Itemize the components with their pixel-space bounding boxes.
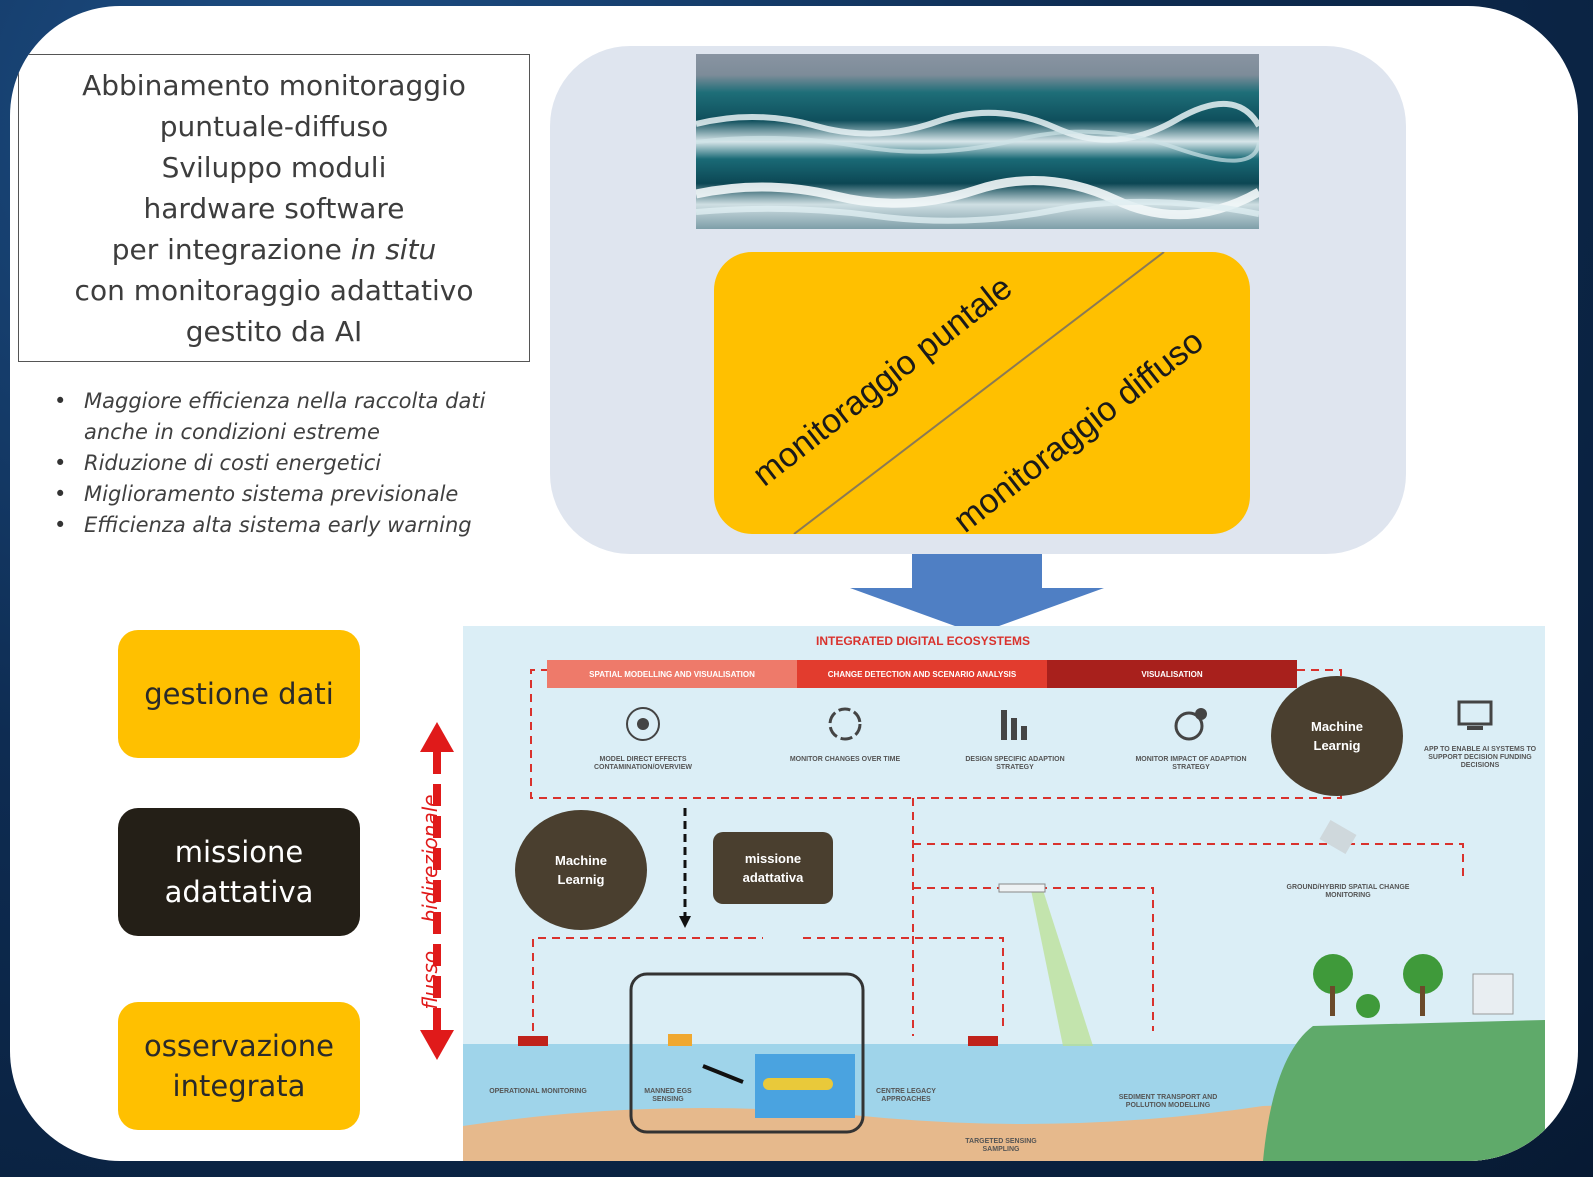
ml-mid-line2: Learnig — [557, 872, 605, 887]
osservazione-label-line1: osservazione — [144, 1029, 334, 1063]
down-arrow-icon — [850, 554, 1104, 634]
benefits-list: Maggiore efficienza nella raccolta dati … — [54, 386, 534, 541]
monitoring-type-box: monitoraggio puntale monitoraggio diffus… — [714, 252, 1250, 534]
caption-operational-monitoring: OPERATIONAL MONITORING — [489, 1088, 587, 1095]
ecosystem-title: INTEGRATED DIGITAL ECOSYSTEMS — [803, 634, 1043, 648]
list-item: Maggiore efficienza nella raccolta dati … — [54, 386, 534, 448]
gestione-dati-box: gestione dati — [118, 630, 360, 758]
summary-line: puntuale-diffuso — [159, 109, 389, 143]
cycle-monitor-icon — [828, 707, 862, 741]
ml-top-line2: Learnig — [1313, 738, 1361, 753]
caption-app-ai: APP TO ENABLE AI SYSTEMS TO SUPPORT DECI… — [1423, 746, 1537, 769]
bidirectional-arrow-icon — [420, 722, 454, 1060]
missione-label-line1: missione — [174, 835, 304, 869]
osservazione-integrata-box: osservazione integrata — [118, 1002, 360, 1130]
waves-illustration — [696, 100, 1259, 224]
summary-line: per integrazione in situ — [112, 229, 437, 270]
mini-mission-box: missione adattativa — [713, 832, 833, 904]
sea-waves-photo — [696, 54, 1259, 229]
caption-design-strategy: DESIGN SPECIFIC ADAPTION STRATEGY — [965, 756, 1065, 771]
missione-adattativa-box: missione adattativa — [118, 808, 360, 936]
bar-visualisation: VISUALISATION — [1047, 660, 1297, 688]
gestione-dati-label: gestione dati — [144, 677, 334, 711]
flow-label: flusso bidirezionale — [418, 794, 442, 1010]
ml-top-line1: Machine — [1310, 719, 1363, 734]
list-item: Miglioramento sistema previsionale — [54, 479, 534, 510]
summary-line: gestito da AI — [185, 314, 363, 348]
list-item: Riduzione di costi energetici — [54, 448, 534, 479]
contamination-model-icon — [626, 707, 660, 741]
summary-line: Sviluppo moduli — [161, 150, 387, 184]
missione-label-line2: adattativa — [164, 875, 314, 909]
globe-impact-icon — [1174, 708, 1207, 741]
summary-line: Abbinamento monitoraggio — [82, 68, 466, 102]
ecosystem-background — [463, 669, 1545, 1161]
caption-satellite: GROUND/HYBRID SPATIAL CHANGE MONITORING — [1286, 884, 1410, 899]
caption-monitor-changes: MONITOR CHANGES OVER TIME — [789, 756, 901, 763]
summary-line: con monitoraggio adattativo — [74, 273, 474, 307]
caption-targeted-sampling: TARGETED SENSING SAMPLING — [965, 1138, 1037, 1153]
caption-model-direct: MODEL DIRECT EFFECTS CONTAMINATION/OVERV… — [594, 756, 692, 771]
summary-line-prefix: per integrazione — [111, 232, 351, 266]
caption-monitor-impact: MONITOR IMPACT OF ADAPTION STRATEGY — [1135, 756, 1247, 771]
bar-change-detection: CHANGE DETECTION AND SCENARIO ANALYSIS — [797, 660, 1047, 688]
divider-line — [793, 252, 1165, 534]
mini-mission-line1: missione — [744, 851, 802, 866]
caption-manned-sensing: MANNED EGS SENSING — [644, 1088, 692, 1103]
osservazione-label-line2: integrata — [172, 1069, 306, 1103]
caption-sediment-transport: SEDIMENT TRANSPORT AND POLLUTION MODELLI… — [1118, 1094, 1218, 1109]
bar-spatial-modelling: SPATIAL MODELLING AND VISUALISATION — [547, 660, 797, 688]
tools-strategy-icon — [1001, 710, 1027, 740]
caption-legacy-approaches: CENTRE LEGACY APPROACHES — [876, 1088, 936, 1103]
slide-card: Abbinamento monitoraggio puntuale-diffus… — [10, 6, 1578, 1161]
mini-mission-line2: adattativa — [742, 870, 804, 885]
list-item: Efficienza alta sistema early warning — [54, 510, 534, 541]
ml-mid-line1: Machine — [554, 853, 607, 868]
digital-ecosystem-diagram: INTEGRATED DIGITAL ECOSYSTEMS SPATIAL MO… — [463, 626, 1545, 1161]
summary-line: hardware software — [143, 191, 405, 225]
summary-line-italic: in situ — [350, 232, 437, 266]
summary-text-box: Abbinamento monitoraggio puntuale-diffus… — [18, 54, 530, 362]
computer-ai-icon — [1457, 700, 1493, 730]
